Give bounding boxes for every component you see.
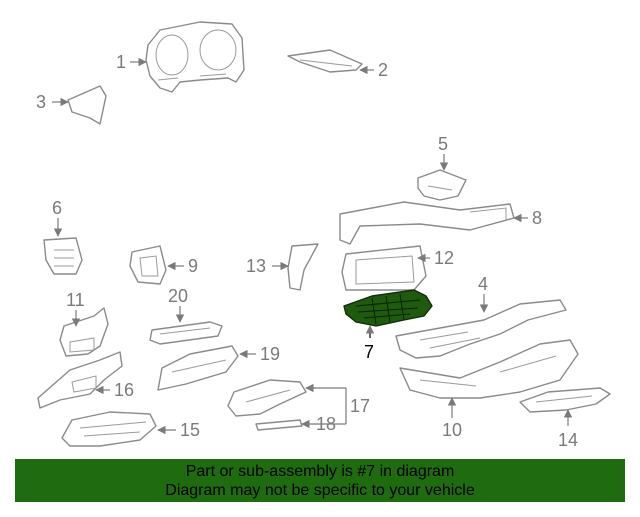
callout-3: 3 [36,92,46,112]
part-11-switch-panel[interactable] [59,307,109,357]
callout-15: 15 [180,420,200,440]
part-10-console-body[interactable] [399,339,579,399]
callout-7: 7 [364,342,374,362]
callout-18: 18 [316,414,336,434]
part-18-strip[interactable] [255,419,303,431]
callout-12: 12 [434,248,454,268]
part-9-vent-housing[interactable] [129,245,167,285]
part-14-bracket[interactable] [519,387,611,413]
callout-1: 1 [116,52,126,72]
banner-line-2: Diagram may not be specific to your vehi… [165,482,475,499]
part-5-bracket[interactable] [417,169,467,201]
callout-5: 5 [438,134,448,154]
callout-8: 8 [532,208,542,228]
callout-13: 13 [246,256,266,276]
part-8-dash-trim[interactable] [339,201,515,245]
callout-16: 16 [114,380,134,400]
callout-20: 20 [168,286,188,306]
part-1-instrument-cluster[interactable] [145,21,245,93]
part-15-frame[interactable] [61,411,157,447]
part-17-lower-trim[interactable] [227,379,307,417]
part-3-cover[interactable] [67,85,107,125]
callout-9: 9 [188,256,198,276]
part-4-console-upper[interactable] [395,299,567,359]
part-info-banner: Part or sub-assembly is #7 in diagram Di… [15,459,625,502]
part-12-display-surround[interactable] [341,245,427,291]
part-13-side-trim[interactable] [287,243,319,291]
callout-10: 10 [442,420,462,440]
callout-6: 6 [52,198,62,218]
callout-11: 11 [66,290,85,310]
callout-4: 4 [478,274,488,294]
part-6-vent[interactable] [43,237,83,275]
part-19-glove-panel[interactable] [157,345,239,391]
part-2-trim-panel[interactable] [287,49,363,73]
part-7-highlighted[interactable] [343,289,433,327]
part-20-switch-bezel[interactable] [149,321,223,345]
callout-2: 2 [378,60,388,80]
banner-line-1: Part or sub-assembly is #7 in diagram [185,463,455,480]
part-16-lower-panel[interactable] [37,351,123,409]
callout-14: 14 [558,430,578,450]
callout-19: 19 [260,344,280,364]
callout-17: 17 [350,396,370,416]
